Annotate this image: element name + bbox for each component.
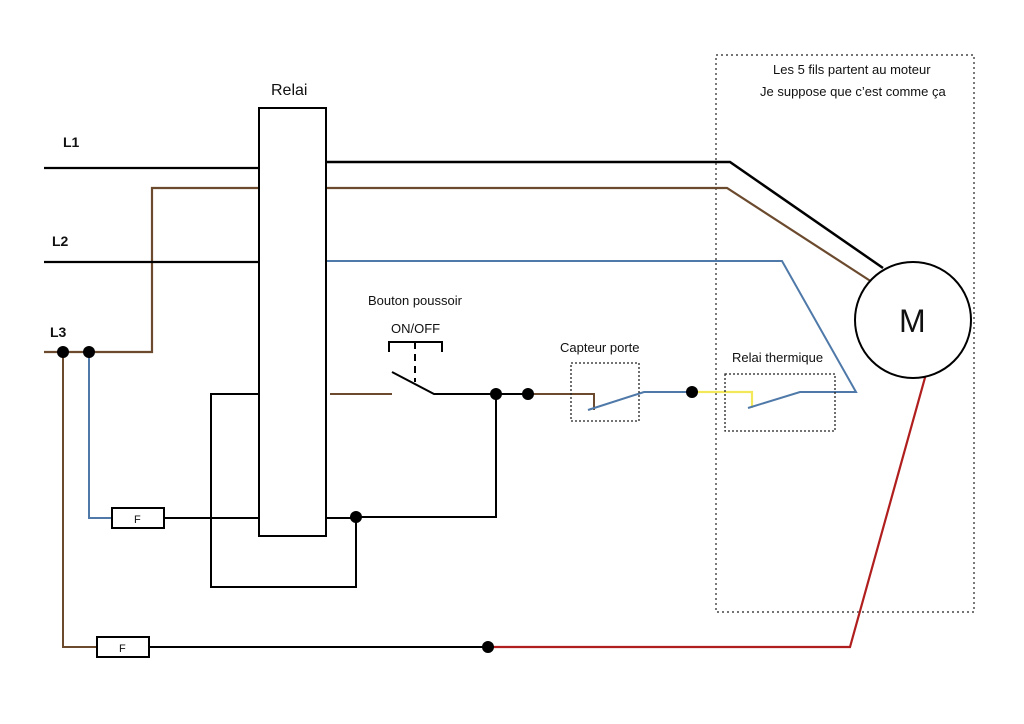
junction-dot-red [482, 641, 494, 653]
fuse-lower-label: F [119, 643, 126, 655]
push-button-state: ON/OFF [391, 321, 440, 336]
wire-holding-loop [210, 393, 357, 588]
fuse-upper-label: F [134, 514, 141, 526]
door-sensor-contact [587, 391, 692, 411]
junction-dot-coil [350, 511, 362, 523]
junction-dot-button [490, 388, 502, 400]
junction-dot-l3-a [57, 346, 69, 358]
wire-blue-to-fuse [88, 352, 112, 519]
thermal-relay-label: Relai thermique [732, 350, 823, 365]
note-line-2: Je suppose que c’est comme ça [760, 84, 946, 99]
wire-red-to-motor [488, 373, 928, 649]
wire-brown-l3-branch [44, 186, 259, 354]
wire-yellow-to-thermal [692, 390, 754, 408]
fuse-lower [96, 636, 150, 658]
push-button-title: Bouton poussoir [368, 293, 463, 308]
junction-dot-l3-b [83, 346, 95, 358]
wire-blue-relay-out [326, 260, 858, 393]
door-sensor-label: Capteur porte [560, 340, 640, 355]
junction-dot-sensor-out [686, 386, 698, 398]
wire-brown-to-motor [326, 186, 873, 283]
wire-l1-to-motor [326, 160, 884, 270]
fuse-upper [111, 507, 165, 529]
label-l2: L2 [52, 233, 69, 249]
motor-enclosure-box [715, 54, 975, 613]
door-sensor-box [570, 362, 640, 422]
wire-brown-to-lower-fuse [62, 352, 97, 648]
junction-dot-sensor-in [522, 388, 534, 400]
label-l3: L3 [50, 324, 67, 340]
motor-label: M [899, 303, 926, 339]
thermal-relay-box [724, 373, 836, 432]
wire-brown-into-sensor [528, 393, 595, 410]
push-button-contact [391, 371, 496, 395]
motor-circle [854, 261, 972, 379]
note-line-1: Les 5 fils partent au moteur [773, 62, 931, 77]
thermal-relay-contact [747, 391, 835, 409]
wire-junction-down [356, 394, 497, 518]
label-l1: L1 [63, 134, 80, 150]
relay-box [258, 107, 327, 537]
relay-label: Relai [271, 82, 307, 99]
